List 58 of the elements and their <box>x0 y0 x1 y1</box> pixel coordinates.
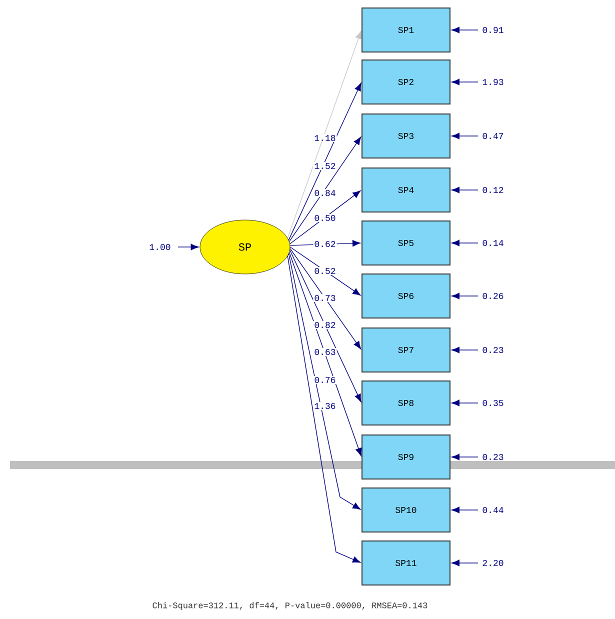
edge-label: 0.26 <box>482 292 504 300</box>
edge-label: 0.82 <box>314 322 336 328</box>
path-arrow <box>290 190 361 244</box>
variable-box: SP2 <box>362 60 450 104</box>
edge-label: 0.63 <box>314 348 336 356</box>
error-arrow <box>452 186 478 194</box>
edge-label: 0.12 <box>482 186 504 194</box>
edge-label: 0.23 <box>482 346 504 354</box>
path-arrow <box>290 240 360 247</box>
error-arrow <box>452 506 478 514</box>
variable-box: SP9 <box>362 434 450 480</box>
variable-box: SP8 <box>362 380 450 426</box>
edge-label: 0.52 <box>314 268 336 274</box>
path-arrow <box>287 30 362 238</box>
variable-box: SP7 <box>362 328 450 372</box>
error-arrow <box>452 560 478 566</box>
path-arrow <box>288 254 361 510</box>
edge-label: 0.50 <box>314 214 336 222</box>
edge-label: 0.84 <box>314 190 336 196</box>
error-arrow <box>452 292 478 300</box>
edge-label: 0.76 <box>314 376 336 384</box>
edge-label: 0.47 <box>482 132 504 140</box>
path-arrow <box>290 248 362 350</box>
error-arrow <box>178 244 199 250</box>
path-arrow <box>288 82 362 240</box>
variable-box: SP5 <box>362 220 450 266</box>
path-arrow <box>287 256 361 563</box>
edge-label: 1.36 <box>314 402 336 410</box>
edge-label: 0.35 <box>482 400 504 406</box>
error-arrow <box>452 400 478 406</box>
edge-label: 1.00 <box>150 244 170 250</box>
edge-label: 1.93 <box>482 78 504 86</box>
edge-label: 2.20 <box>482 560 504 566</box>
edge-label: 0.23 <box>482 454 504 460</box>
edge-label: 0.91 <box>482 26 504 34</box>
path-arrow <box>288 136 362 242</box>
error-arrow <box>452 78 478 86</box>
edge-label: 0.62 <box>314 240 336 248</box>
variable-box: SP11 <box>362 540 450 586</box>
edge-label: 0.73 <box>314 294 336 302</box>
error-arrow <box>452 132 478 140</box>
variable-box: SP10 <box>362 488 450 532</box>
variable-box: SP3 <box>362 114 450 158</box>
edge-label: 1.52 <box>314 162 336 170</box>
path-arrow <box>290 250 362 402</box>
variable-box: SP6 <box>362 274 450 318</box>
variable-box: SP1 <box>362 8 450 52</box>
error-arrow <box>452 346 478 354</box>
error-arrow <box>452 240 478 246</box>
variable-box: SP4 <box>362 168 450 212</box>
path-arrow <box>288 252 362 456</box>
edge-label: 1.18 <box>314 134 336 142</box>
path-arrow <box>290 246 361 296</box>
edge-label: 0.44 <box>482 506 504 514</box>
error-arrow <box>452 454 478 460</box>
error-arrow <box>452 26 478 34</box>
edge-label: 0.14 <box>482 240 504 246</box>
fit-statistics: Chi-Square=312.11, df=44, P-value=0.00000, RMSEA=0.143 <box>152 602 428 610</box>
